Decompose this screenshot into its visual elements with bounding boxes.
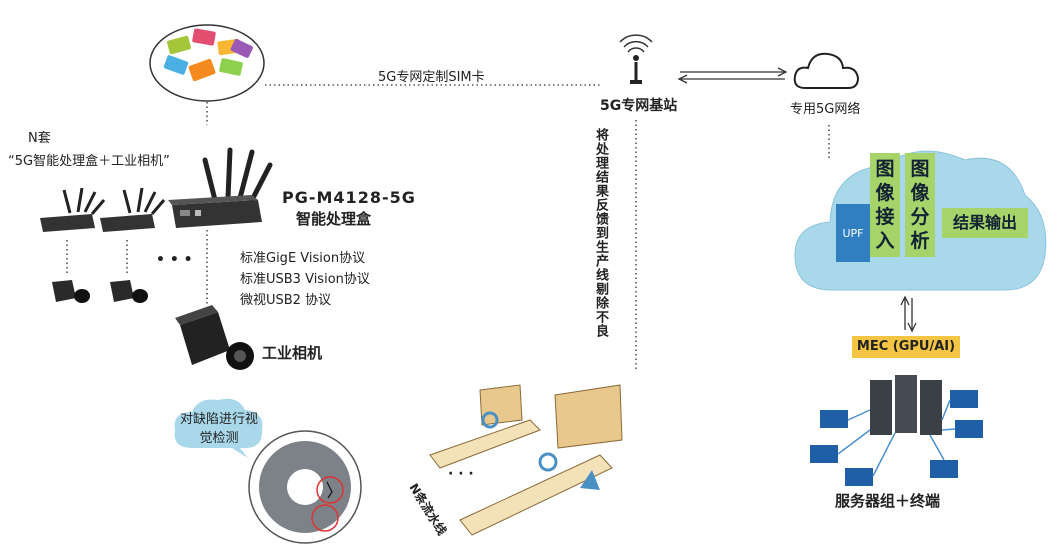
box-name-label: 智能处理盒: [296, 210, 372, 228]
network-label: 专用5G网络: [790, 102, 861, 117]
servers-label: 服务器组＋终端: [835, 492, 941, 510]
result-output-box: 结果输出: [942, 208, 1028, 238]
server-group-icon: [810, 375, 983, 486]
production-line-icon: [429, 384, 623, 536]
small-camera-icon-2: [110, 280, 148, 303]
image-access-box: 图像接入: [870, 153, 900, 257]
sim-cards-icon: [163, 28, 253, 82]
image-analysis-box: 图像分析: [905, 153, 935, 257]
bidirectional-arrow-icon: [677, 67, 788, 84]
line-dots: · · ·: [448, 466, 474, 482]
processing-box-icon: [168, 147, 273, 228]
industrial-camera-icon: [175, 305, 254, 370]
mec-arrow-icon: [900, 295, 917, 333]
feedback-label: 将处理结果反馈到生产线剔除不良: [593, 128, 608, 338]
sim-label: 5G专网定制SIM卡: [378, 70, 485, 85]
gear-defect-icon: [248, 430, 362, 544]
inspect-cloud-shape: [174, 398, 263, 458]
box-model-label: PG-M4128-5G: [282, 188, 416, 207]
protocol-3: 微视USB2 协议: [240, 293, 332, 308]
protocol-1: 标准GigE Vision协议: [240, 251, 366, 266]
protocol-2: 标准USB3 Vision协议: [240, 272, 370, 287]
base-station-label: 5G专网基站: [600, 98, 678, 114]
small-box-icon-2: [100, 187, 166, 232]
upf-box: UPF: [836, 204, 870, 262]
camera-label: 工业相机: [262, 344, 323, 362]
antenna-icon: [619, 34, 653, 84]
small-box-icon-1: [40, 187, 106, 232]
inspect-label: 对缺陷进行视觉检测: [179, 412, 258, 446]
kit-count-label: N套: [28, 131, 51, 146]
network-cloud-icon: [793, 52, 860, 89]
more-boxes-ellipsis: • • •: [156, 252, 193, 268]
mec-label: MEC (GPU/AI): [852, 336, 960, 358]
small-camera-icon-1: [52, 280, 90, 303]
kit-desc-label: “5G智能处理盒＋工业相机”: [8, 154, 170, 169]
